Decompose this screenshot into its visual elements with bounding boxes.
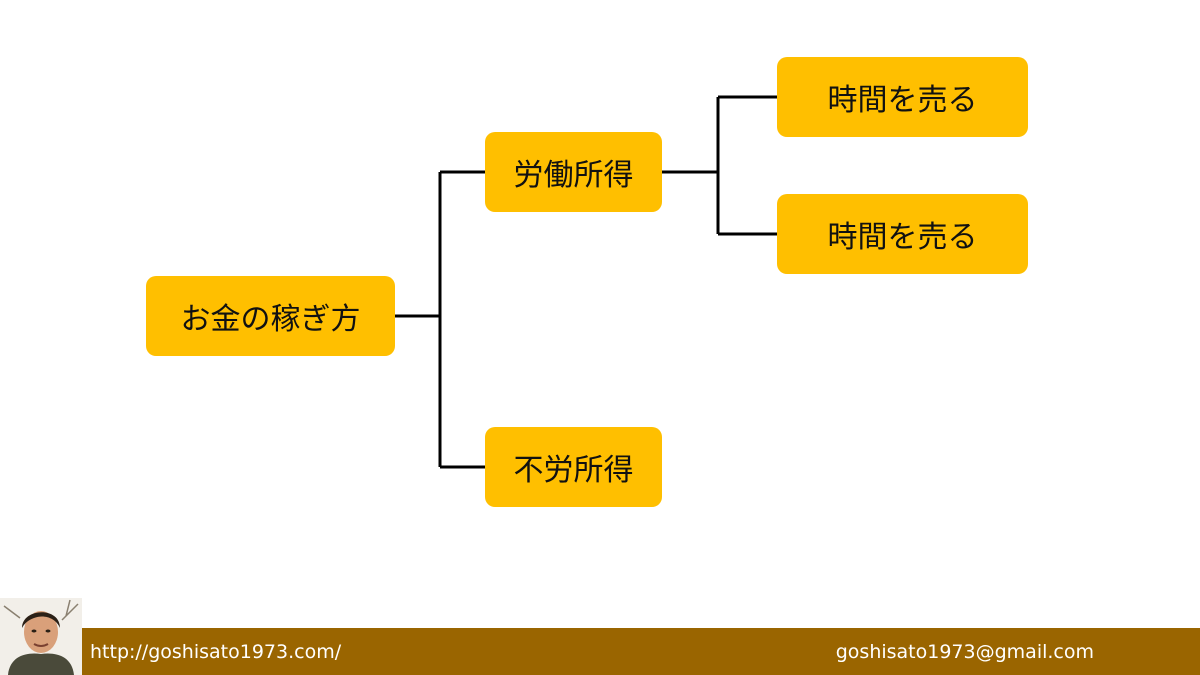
footer-email-link[interactable]: goshisato1973@gmail.com	[836, 640, 1094, 664]
node-labor-label: 労働所得	[514, 150, 634, 194]
footer-website-link[interactable]: http://goshisato1973.com/	[90, 640, 341, 664]
node-sell-time-1-label: 時間を売る	[828, 75, 978, 119]
node-labor-income: 労働所得	[485, 132, 662, 212]
node-root-label: お金の稼ぎ方	[181, 294, 361, 338]
avatar	[0, 598, 82, 675]
node-root-earning-methods: お金の稼ぎ方	[146, 276, 395, 356]
node-sell-time-2: 時間を売る	[777, 194, 1028, 274]
node-sell-time-1: 時間を売る	[777, 57, 1028, 137]
node-sell-time-2-label: 時間を売る	[828, 212, 978, 256]
node-unearned-label: 不労所得	[514, 445, 634, 489]
node-unearned-income: 不労所得	[485, 427, 662, 507]
